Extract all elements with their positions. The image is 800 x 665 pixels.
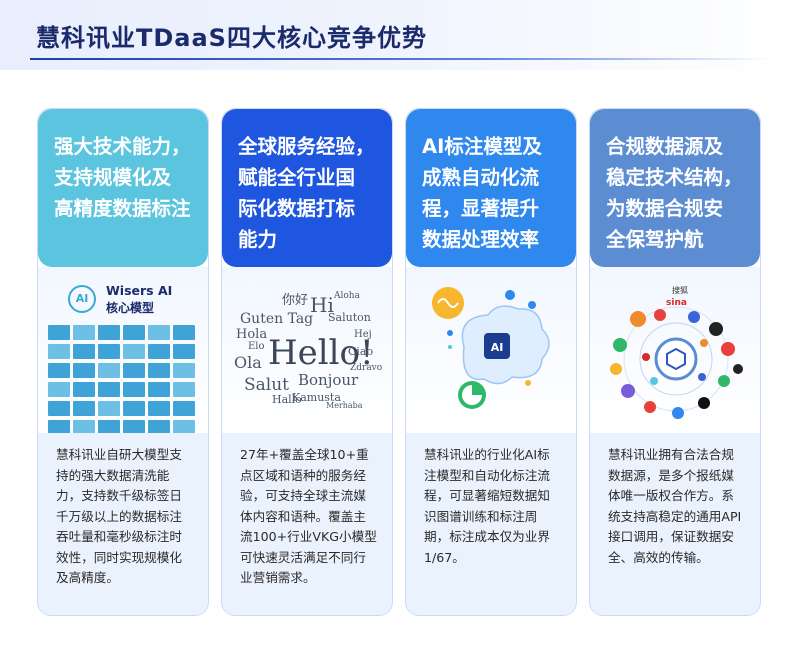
media-label: 搜狐: [672, 285, 688, 295]
card-1-description: 慧科讯业自研大模型支持的强大数据清洗能力，支持数千级标签日千万级以上的数据标注吞…: [38, 433, 208, 615]
cloud-word: Salut: [244, 375, 289, 395]
tag-cell: [48, 420, 70, 435]
cloud-word: Bonjour: [298, 371, 359, 389]
tag-cell: [48, 363, 70, 378]
tag-cell: [48, 344, 70, 359]
cloud-word: Elo: [248, 341, 265, 352]
tag-cell: [173, 382, 195, 397]
tag-cell: [173, 401, 195, 416]
tag-cell: [98, 382, 120, 397]
card-4-text: 慧科讯业拥有合法合规数据源，是多个报纸媒体唯一版权合作方。系统支持高稳定的通用A…: [608, 447, 742, 565]
page-title: 慧科讯业TDaaS四大核心竞争优势: [36, 24, 427, 52]
tag-cell: [123, 382, 145, 397]
tag-cell: [123, 344, 145, 359]
advantage-card-3: AI标注模型及 成熟自动化流 程，显著提升 数据处理效率 AI 慧科讯业的行业化…: [405, 108, 577, 616]
card-2-illustration: Hello! Bonjour Hallo Ola Salut Guten Tag…: [222, 267, 392, 433]
tag-cell: [148, 401, 170, 416]
core-model-label: 核心模型: [106, 301, 155, 315]
tag-cell: [148, 325, 170, 340]
tag-cell: [73, 382, 95, 397]
cloud-word: Hi: [310, 293, 334, 317]
ai-chip-label: AI: [491, 341, 504, 354]
advantage-card-1: 强大技术能力， 支持规模化及 高精度数据标注 AI Wisers AI 核心模型: [37, 108, 209, 616]
card-3-text: 慧科讯业的行业化AI标注模型和自动化标注流程，可显著缩短数据知识图谱训练和标注周…: [424, 447, 550, 565]
cloud-word: Merhaba: [326, 401, 363, 410]
tag-cell: [48, 382, 70, 397]
tag-cell: [148, 344, 170, 359]
cloud-word: Kamusta: [292, 391, 341, 404]
cloud-word: Hej: [354, 329, 372, 340]
card-4-description: 慧科讯业拥有合法合规数据源，是多个报纸媒体唯一版权合作方。系统支持高稳定的通用A…: [590, 433, 760, 615]
tag-cell: [148, 420, 170, 435]
tag-cell: [123, 401, 145, 416]
card-2-text: 27年+覆盖全球10+重点区域和语种的服务经验，可支持全球主流媒体内容和语种。覆…: [240, 447, 377, 585]
tag-cell: [173, 363, 195, 378]
tag-cell: [123, 420, 145, 435]
tag-cell: [73, 344, 95, 359]
tag-cell: [148, 382, 170, 397]
tag-cell: [98, 420, 120, 435]
tag-cell: [98, 344, 120, 359]
cloud-word: Aloha: [334, 291, 360, 301]
card-4-illustration: 搜狐 sina: [590, 267, 760, 433]
tag-cell: [98, 363, 120, 378]
greeting-word-cloud: Hello! Bonjour Hallo Ola Salut Guten Tag…: [230, 289, 385, 419]
card-1-illustration: AI Wisers AI 核心模型: [38, 267, 208, 454]
card-3-title: AI标注模型及 成熟自动化流 程，显著提升 数据处理效率: [422, 135, 542, 251]
tag-cell: [73, 325, 95, 340]
cloud-word: Zdravo: [350, 363, 383, 373]
advantage-card-4: 合规数据源及 稳定技术结构， 为数据合规安 全保驾护航 搜狐 sina: [589, 108, 761, 616]
cloud-word: Hallo: [272, 393, 302, 406]
card-3-header: AI标注模型及 成熟自动化流 程，显著提升 数据处理效率: [406, 109, 576, 267]
tag-cell: [73, 363, 95, 378]
tag-cell: [98, 325, 120, 340]
media-label: sina: [666, 298, 687, 308]
card-2-description: 27年+覆盖全球10+重点区域和语种的服务经验，可支持全球主流媒体内容和语种。覆…: [222, 433, 392, 615]
card-1-text: 慧科讯业自研大模型支持的强大数据清洗能力，支持数千级标签日千万级以上的数据标注吞…: [56, 447, 182, 585]
cloud-word: Ciao: [348, 345, 374, 358]
advantage-card-2: 全球服务经验， 赋能全行业国 际化数据打标 能力 Hello! Bonjour …: [221, 108, 393, 616]
tag-cell: [123, 325, 145, 340]
cloud-word: Saluton: [328, 311, 371, 324]
card-1-header: 强大技术能力， 支持规模化及 高精度数据标注: [38, 109, 208, 267]
cloud-word: Hola: [236, 327, 268, 342]
data-hub-icon: 搜狐 sina: [610, 285, 743, 419]
ai-head-icon: AI: [68, 285, 96, 313]
tag-cell: [173, 344, 195, 359]
cloud-word: Hello!: [268, 333, 374, 373]
card-3-description: 慧科讯业的行业化AI标注模型和自动化标注流程，可显著缩短数据知识图谱训练和标注周…: [406, 433, 576, 615]
tag-cell: [148, 363, 170, 378]
wisers-ai-label: Wisers AI: [106, 283, 173, 298]
card-1-title: 强大技术能力， 支持规模化及 高精度数据标注: [54, 135, 191, 220]
tag-cell: [173, 325, 195, 340]
card-2-title: 全球服务经验， 赋能全行业国 际化数据打标 能力: [238, 135, 375, 251]
tag-cell: [98, 401, 120, 416]
tag-cell: [73, 420, 95, 435]
tag-cell: [48, 325, 70, 340]
card-4-header: 合规数据源及 稳定技术结构， 为数据合规安 全保驾护航: [590, 109, 760, 267]
tag-cell: [48, 401, 70, 416]
cloud-word: 你好: [282, 293, 309, 308]
cloud-word: Guten Tag: [240, 311, 314, 327]
cloud-word: Ola: [234, 353, 262, 372]
header-underline: [30, 58, 770, 60]
header-banner: 慧科讯业TDaaS四大核心竞争优势: [0, 0, 800, 70]
tag-cell: [73, 401, 95, 416]
card-4-title: 合规数据源及 稳定技术结构， 为数据合规安 全保驾护航: [606, 135, 743, 251]
ai-brain-icon: AI: [432, 287, 550, 409]
card-2-header: 全球服务经验， 赋能全行业国 际化数据打标 能力: [222, 109, 392, 267]
tag-cell: [123, 363, 145, 378]
card-3-illustration: AI: [406, 267, 576, 433]
tag-cell: [173, 420, 195, 435]
